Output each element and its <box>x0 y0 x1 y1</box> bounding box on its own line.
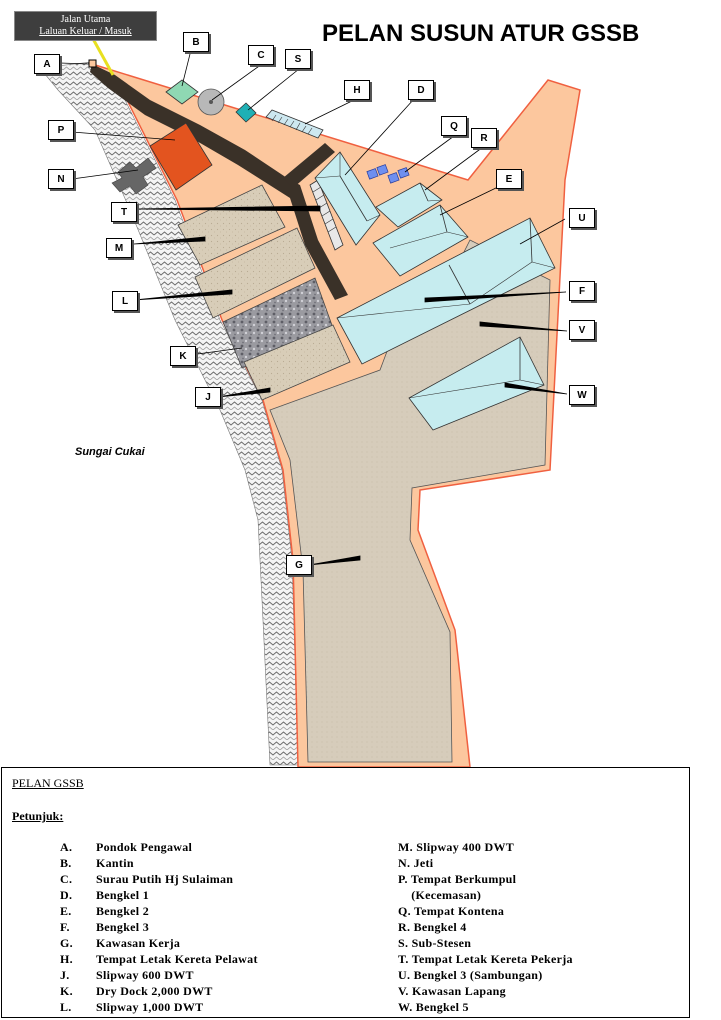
callout-h: H <box>344 80 370 100</box>
legend-item: F. Bengkel 3 <box>60 919 258 935</box>
legend-item: U. Bengkel 3 (Sambungan) <box>398 968 543 982</box>
callout-u: U <box>569 208 595 228</box>
legend-item: B. Kantin <box>60 855 258 871</box>
legend-title: PELAN GSSB <box>12 776 84 790</box>
legend-item: L. Slipway 1,000 DWT <box>60 999 258 1015</box>
callout-v: V <box>569 320 595 340</box>
river-label: Sungai Cukai <box>75 446 145 458</box>
canteen-b <box>165 79 199 105</box>
legend-code: B. <box>60 856 72 870</box>
legend-item: M. Slipway 400 DWT <box>398 840 515 854</box>
legend-code: J. <box>60 968 70 982</box>
road-branch <box>283 143 335 188</box>
guardhouse-a <box>88 59 97 68</box>
legend-item: A. Pondok Pengawal <box>60 839 258 855</box>
legend-column-left: A. Pondok Pengawal B. Kantin C. Surau Putih… <box>60 839 258 1015</box>
callout-l: L <box>112 291 138 311</box>
legend-label: Kantin <box>96 856 134 870</box>
legend-item: S. Sub-Stesen <box>398 936 472 950</box>
callout-c: C <box>248 45 274 65</box>
legend-label: Slipway 1,000 DWT <box>96 1000 204 1014</box>
callout-g: G <box>286 555 312 575</box>
legend-item: R. Bengkel 4 <box>398 920 467 934</box>
callout-f: F <box>569 281 595 301</box>
callout-q: Q <box>441 116 467 136</box>
legend-panel: PELAN GSSB Petunjuk: A. Pondok Pengawal B… <box>1 767 690 1018</box>
legend-item: (Kecemasan) <box>398 888 482 902</box>
legend-label: Surau Putih Hj Sulaiman <box>96 872 234 886</box>
legend-subtitle: Petunjuk: <box>12 809 64 823</box>
legend-item: C. Surau Putih Hj Sulaiman <box>60 871 258 887</box>
legend-item: G. Kawasan Kerja <box>60 935 258 951</box>
callout-w: W <box>569 385 595 405</box>
legend-label: Dry Dock 2,000 DWT <box>96 984 213 998</box>
gate-line-main-road: Jalan Utama <box>60 14 111 25</box>
legend-code: L. <box>60 1000 72 1014</box>
site-plan-map <box>39 30 581 767</box>
legend-column-right: M. Slipway 400 DWT N. Jeti P. Tempat Ber… <box>398 839 573 1015</box>
legend-item: D. Bengkel 1 <box>60 887 258 903</box>
callout-a: A <box>34 54 60 74</box>
callout-k: K <box>170 346 196 366</box>
legend-code: K. <box>60 984 73 998</box>
legend-label: Bengkel 1 <box>96 888 150 902</box>
main-road <box>90 64 348 300</box>
legend-item: W. Bengkel 5 <box>398 1000 469 1014</box>
callout-s: S <box>285 49 311 69</box>
callout-t: T <box>111 202 137 222</box>
legend-item: K. Dry Dock 2,000 DWT <box>60 983 258 999</box>
legend-item: T. Tempat Letak Kereta Pekerja <box>398 952 573 966</box>
gate-line-entry-exit: Laluan Keluar / Masuk <box>39 26 132 37</box>
legend-code: A. <box>60 840 73 854</box>
gate-arrow <box>90 36 115 76</box>
slipway-l <box>194 227 316 319</box>
legend-item: J. Slipway 600 DWT <box>60 967 258 983</box>
legend-item: N. Jeti <box>398 856 434 870</box>
container-yard-q <box>366 164 410 184</box>
callout-p: P <box>48 120 74 140</box>
legend-item: Q. Tempat Kontena <box>398 904 505 918</box>
legend-code: G. <box>60 936 73 950</box>
callout-e: E <box>496 169 522 189</box>
main-gate-label: Jalan Utama Laluan Keluar / Masuk <box>14 11 157 41</box>
assembly-area-p <box>149 122 213 191</box>
callout-n: N <box>48 169 74 189</box>
legend-item: E. Bengkel 2 <box>60 903 258 919</box>
legend-code: E. <box>60 904 72 918</box>
slipway-j <box>243 324 351 401</box>
callout-r: R <box>471 128 497 148</box>
legend-label: Bengkel 3 <box>96 920 150 934</box>
legend-label: Bengkel 2 <box>96 904 150 918</box>
legend-code: F. <box>60 920 70 934</box>
page-title: PELAN SUSUN ATUR GSSB <box>322 20 640 47</box>
callout-d: D <box>408 80 434 100</box>
legend-label: Pondok Pengawal <box>96 840 193 854</box>
legend-item: V. Kawasan Lapang <box>398 984 506 998</box>
visitor-parking-h <box>265 109 324 139</box>
substation-s <box>235 102 257 123</box>
callout-b: B <box>183 32 209 52</box>
legend-item: P. Tempat Berkumpul <box>398 872 517 886</box>
callout-m: M <box>106 238 132 258</box>
legend-code: D. <box>60 888 73 902</box>
worker-parking-t <box>309 179 344 251</box>
legend-label: Kawasan Kerja <box>96 936 181 950</box>
callout-j: J <box>195 387 221 407</box>
jetty-n <box>111 157 157 195</box>
legend-label: Tempat Letak Kereta Pelawat <box>96 952 258 966</box>
legend-label: Slipway 600 DWT <box>96 968 194 982</box>
slipway-m <box>177 184 286 266</box>
legend-code: H. <box>60 952 73 966</box>
legend-code: C. <box>60 872 73 886</box>
legend-item: H. Tempat Letak Kereta Pelawat <box>60 951 258 967</box>
